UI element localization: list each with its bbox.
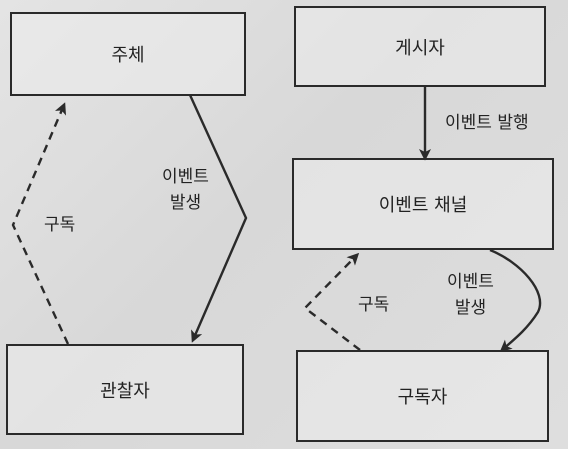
subscribe-label-left: 구독 — [44, 215, 76, 235]
event-label-right: 이벤트 발생 — [447, 269, 494, 321]
event-label-left-line2: 발생 — [169, 193, 202, 213]
event-channel-label: 이벤트 채널 — [378, 195, 468, 216]
publish-label: 이벤트 발행 — [445, 113, 529, 133]
publisher-label: 게시자 — [395, 37, 445, 59]
subject-box: 주체 — [10, 12, 246, 96]
observer-label: 관찰자 — [100, 380, 150, 402]
subscribe-label-right: 구독 — [358, 295, 390, 315]
subscribe-arrow-left — [11, 102, 70, 345]
subscribe-arrow-right — [303, 252, 361, 351]
subject-label: 주체 — [111, 45, 145, 66]
observer-box: 관찰자 — [6, 344, 244, 435]
event-label-left-line1: 이벤트 — [162, 167, 209, 187]
subscriber-label: 구독자 — [397, 387, 448, 408]
event-label-right-line1: 이벤트 — [447, 272, 494, 292]
event-arrow-left — [188, 94, 248, 343]
subscriber-box: 구독자 — [296, 350, 549, 442]
publisher-box: 게시자 — [294, 6, 546, 87]
event-arrow-right — [489, 248, 542, 352]
event-label-left: 이벤트 발생 — [162, 164, 209, 216]
event-channel-box: 이벤트 채널 — [292, 158, 554, 250]
event-label-right-line2: 발생 — [454, 298, 487, 318]
